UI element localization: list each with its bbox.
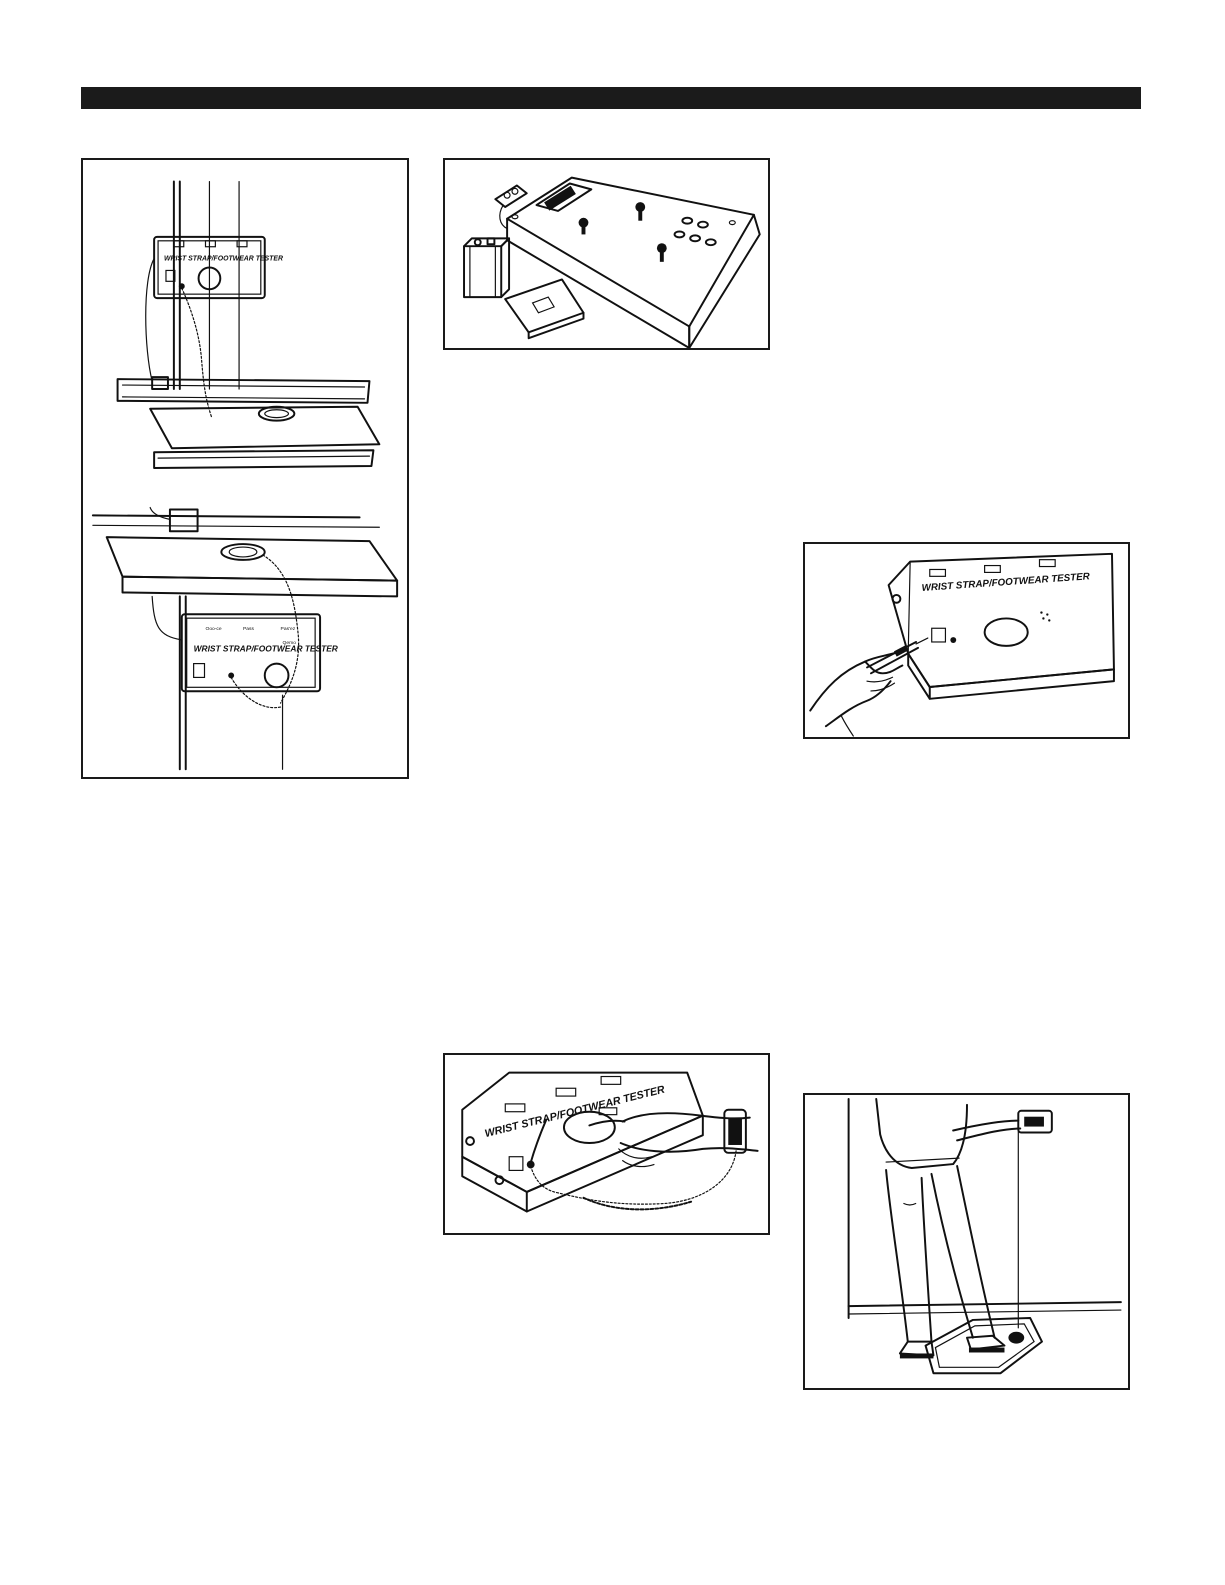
footwear-test-figure [803,1093,1130,1390]
probe-test-figure: WRIST STRAP/FOOTWEAR TESTER [803,542,1130,739]
probe-test-illustration: WRIST STRAP/FOOTWEAR TESTER [805,544,1128,737]
wall-mount-illustration: WRIST STRAP/FOOTWEAR TESTER [83,160,407,777]
footwear-test-illustration [805,1095,1128,1388]
wall-mount-figure: WRIST STRAP/FOOTWEAR TESTER [81,158,409,779]
finger-test-figure: WRIST STRAP/FOOTWEAR TESTER [443,1053,770,1235]
header-bar [81,87,1141,109]
wall-mount-lower-button-3: Pas'ez [281,626,296,632]
battery-back-illustration [445,160,768,348]
wall-mount-lower-button-1: Ooo-ce [205,626,221,632]
wall-mount-lower-button-2: Pass [243,626,254,632]
wall-mount-upper-label: WRIST STRAP/FOOTWEAR TESTER [164,256,283,263]
finger-test-illustration: WRIST STRAP/FOOTWEAR TESTER [445,1055,768,1233]
wall-mount-lower-label: WRIST STRAP/FOOTWEAR TESTER [194,644,338,654]
battery-back-figure [443,158,770,350]
probe-test-label: WRIST STRAP/FOOTWEAR TESTER [921,571,1090,594]
